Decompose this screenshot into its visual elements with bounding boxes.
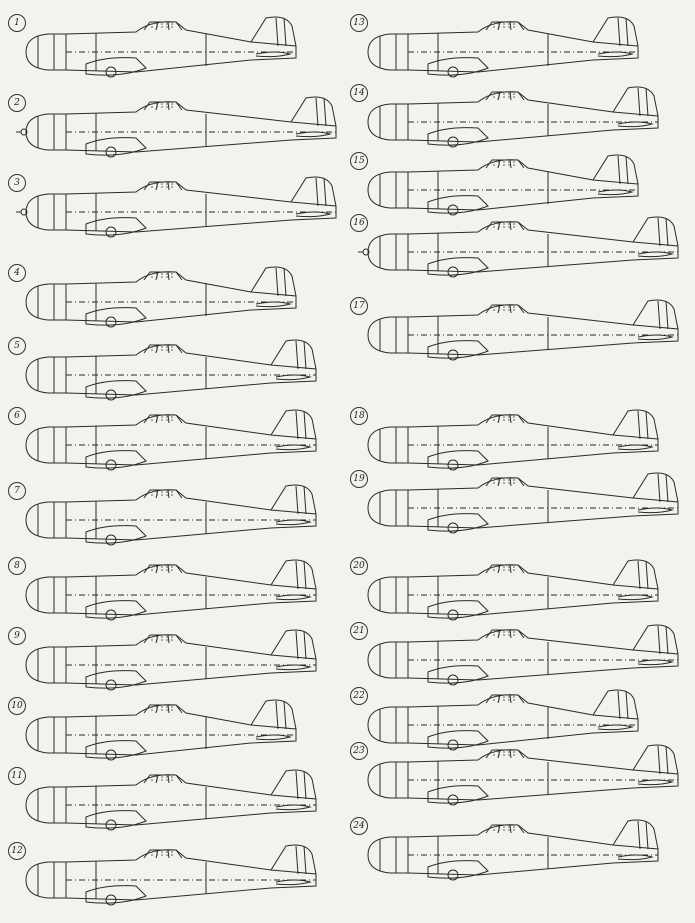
- aircraft-profile: 22: [350, 685, 690, 765]
- profile-number: 3: [8, 174, 26, 192]
- aircraft-profile: 3: [8, 172, 348, 252]
- aircraft-side-view-drawing: [16, 765, 346, 845]
- profile-number: 4: [8, 264, 26, 282]
- profile-number: 15: [350, 152, 368, 170]
- profile-number: 12: [8, 842, 26, 860]
- aircraft-profile: 20: [350, 555, 690, 635]
- profile-number: 23: [350, 742, 368, 760]
- aircraft-profile: 18: [350, 405, 690, 485]
- aircraft-side-view-drawing: [358, 82, 688, 162]
- aircraft-profile: 7: [8, 480, 348, 560]
- aircraft-side-view-drawing: [358, 620, 688, 700]
- aircraft-side-view-drawing: [16, 840, 346, 920]
- profile-number: 20: [350, 557, 368, 575]
- profile-number: 18: [350, 407, 368, 425]
- aircraft-profile: 14: [350, 82, 690, 162]
- profile-number: 5: [8, 337, 26, 355]
- aircraft-profile: 4: [8, 262, 348, 342]
- aircraft-profile: 19: [350, 468, 690, 548]
- aircraft-side-view-drawing: [358, 685, 688, 765]
- profile-number: 16: [350, 214, 368, 232]
- aircraft-side-view-drawing: [16, 625, 346, 705]
- profile-number: 19: [350, 470, 368, 488]
- profile-number: 13: [350, 14, 368, 32]
- profile-number: 24: [350, 817, 368, 835]
- aircraft-profile: 24: [350, 815, 690, 895]
- aircraft-profile: 17: [350, 295, 690, 375]
- aircraft-side-view-drawing: [16, 405, 346, 485]
- profile-number: 21: [350, 622, 368, 640]
- aircraft-side-view-drawing: [358, 815, 688, 895]
- aircraft-profile: 15: [350, 150, 690, 230]
- aircraft-profile: 5: [8, 335, 348, 415]
- profile-number: 11: [8, 767, 26, 785]
- aircraft-profile: 16: [350, 212, 690, 292]
- aircraft-side-view-drawing: [358, 12, 688, 92]
- profile-number: 8: [8, 557, 26, 575]
- aircraft-profile: 10: [8, 695, 348, 775]
- aircraft-profile: 2: [8, 92, 348, 172]
- profile-number: 10: [8, 697, 26, 715]
- profile-number: 22: [350, 687, 368, 705]
- aircraft-side-view-drawing: [16, 262, 346, 342]
- profile-number: 7: [8, 482, 26, 500]
- aircraft-profile: 1: [8, 12, 348, 92]
- aircraft-side-view-drawing: [16, 695, 346, 775]
- profile-number: 6: [8, 407, 26, 425]
- aircraft-profile: 9: [8, 625, 348, 705]
- aircraft-profile: 11: [8, 765, 348, 845]
- aircraft-side-view-drawing: [16, 92, 346, 172]
- aircraft-side-view-drawing: [358, 468, 688, 548]
- aircraft-side-view-drawing: [16, 12, 346, 92]
- aircraft-side-view-drawing: [358, 212, 688, 292]
- profile-number: 14: [350, 84, 368, 102]
- aircraft-profile: 8: [8, 555, 348, 635]
- aircraft-side-view-drawing: [358, 740, 688, 820]
- profile-number: 2: [8, 94, 26, 112]
- aircraft-side-view-drawing: [358, 295, 688, 375]
- aircraft-side-view-drawing: [16, 480, 346, 560]
- aircraft-side-view-drawing: [358, 555, 688, 635]
- aircraft-side-view-drawing: [358, 405, 688, 485]
- aircraft-side-view-drawing: [358, 150, 688, 230]
- aircraft-profile: 12: [8, 840, 348, 920]
- aircraft-profile: 6: [8, 405, 348, 485]
- profile-number: 1: [8, 14, 26, 32]
- profile-number: 17: [350, 297, 368, 315]
- aircraft-profile: 21: [350, 620, 690, 700]
- aircraft-side-view-drawing: [16, 172, 346, 252]
- aircraft-profile: 23: [350, 740, 690, 820]
- aircraft-side-view-drawing: [16, 335, 346, 415]
- aircraft-profile: 13: [350, 12, 690, 92]
- profile-number: 9: [8, 627, 26, 645]
- aircraft-side-view-drawing: [16, 555, 346, 635]
